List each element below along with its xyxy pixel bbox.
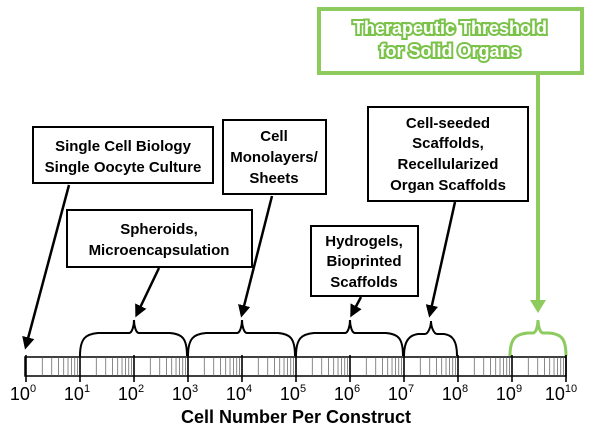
single-cell-arrow	[22, 184, 71, 350]
monolayers-arrow	[238, 195, 274, 318]
hydrogels-box	[310, 225, 419, 297]
hydrogels-arrow	[350, 296, 363, 318]
monolayers-line2: Monolayers/	[230, 149, 318, 166]
cell-seeded-arrow	[425, 201, 457, 318]
tick-label: 102	[118, 383, 144, 404]
spheroids-line2: Microencapsulation	[89, 242, 230, 259]
hydrogels-line2: Bioprinted	[327, 253, 402, 270]
tick-label: 100	[10, 383, 36, 404]
brace-cell-seeded	[403, 320, 458, 357]
single-cell-line1: Single Cell Biology	[55, 138, 192, 155]
single-cell-box	[32, 126, 214, 184]
threshold-line1: Therapeutic Threshold	[353, 18, 547, 38]
tick-label: 106	[334, 383, 360, 404]
monolayers-box-group: Cell Monolayers/ Sheets	[222, 119, 327, 195]
hydrogels-line1: Hydrogels,	[325, 233, 403, 250]
tick-label: 107	[388, 383, 414, 404]
cell-seeded-box	[367, 106, 529, 202]
tick-label: 101	[64, 383, 90, 404]
therapeutic-threshold-group: Therapeutic Threshold for Solid Organs	[317, 7, 584, 357]
hydrogels-box-group: Hydrogels, Bioprinted Scaffolds	[310, 225, 419, 297]
axis-title: Cell Number Per Construct	[181, 407, 411, 427]
monolayers-line1: Cell	[260, 128, 288, 145]
cell-seeded-line1: Cell-seeded	[406, 115, 490, 132]
tick-label: 103	[172, 383, 198, 404]
brace-monolayers	[187, 319, 296, 357]
monolayers-box	[222, 119, 327, 195]
brace-spheroids	[79, 319, 188, 357]
cell-seeded-line4: Organ Scaffolds	[390, 177, 506, 194]
single-cell-line2: Single Oocyte Culture	[45, 159, 202, 176]
tick-label: 108	[442, 383, 468, 404]
brace-hydrogels	[295, 319, 404, 357]
hydrogels-line3: Scaffolds	[330, 274, 398, 291]
single-cell-box-group: Single Cell Biology Single Oocyte Cultur…	[32, 126, 214, 184]
threshold-arrowhead	[530, 300, 546, 313]
axis-tick-labels: 100 101 102 103 104 105 106 107 108 109 1010	[10, 383, 577, 404]
threshold-brace	[508, 319, 568, 357]
axis-minor-ticks	[41, 357, 564, 376]
cell-seeded-box-group: Cell-seeded Scaffolds, Recellularized Or…	[367, 106, 529, 202]
spheroids-arrow	[135, 267, 161, 318]
cell-seeded-line2: Scaffolds,	[412, 135, 484, 152]
tick-label: 109	[496, 383, 522, 404]
axis-major-ticks	[25, 355, 567, 382]
tick-label: 104	[226, 383, 252, 404]
spheroids-line1: Spheroids,	[120, 221, 198, 238]
tick-label: 105	[280, 383, 306, 404]
spheroids-box-group: Spheroids, Microencapsulation	[66, 209, 253, 268]
cell-seeded-line3: Recellularized	[398, 156, 499, 173]
tick-label: 1010	[545, 383, 577, 404]
threshold-box	[317, 7, 584, 75]
threshold-line2: for Solid Organs	[379, 41, 520, 61]
monolayers-line3: Sheets	[249, 170, 298, 187]
spheroids-box	[66, 209, 253, 268]
